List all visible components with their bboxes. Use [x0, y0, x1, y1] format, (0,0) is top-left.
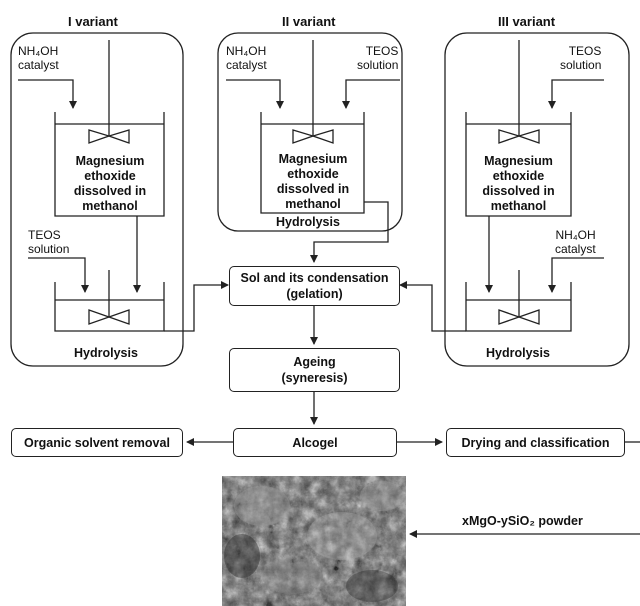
v1-lower-stirrer-icon — [88, 309, 130, 325]
v2-catalyst-label: NH₄OH catalyst — [226, 44, 267, 72]
variant-1-container — [10, 32, 184, 367]
v2-vessel-text: Magnesium ethoxide dissolved in methanol — [276, 152, 350, 211]
v3-vessel-upper — [465, 112, 572, 217]
drying-box: Drying and classification — [446, 428, 625, 457]
v1-catalyst-label: NH₄OH catalyst — [18, 44, 59, 72]
v1-upper-stirrer-icon — [88, 129, 130, 144]
v1-vessel-upper — [54, 112, 165, 217]
v3-hydrolysis-label: Hydrolysis — [486, 346, 550, 360]
powder-label: xMgO-ySiO₂ powder — [462, 514, 583, 528]
alcogel-box: Alcogel — [233, 428, 397, 457]
v3-teos-label: TEOS solution — [560, 44, 602, 72]
v2-stirrer-icon — [292, 129, 334, 144]
v3-vessel-text: Magnesium ethoxide dissolved in methanol — [482, 154, 555, 213]
v3-upper-stirrer-icon — [498, 129, 540, 144]
v3-vessel-lower — [465, 282, 572, 332]
variant-2-container — [217, 32, 403, 232]
v2-vessel — [260, 112, 365, 214]
v2-teos-label: TEOS solution — [357, 44, 399, 72]
v1-hydrolysis-label: Hydrolysis — [74, 346, 138, 360]
micrograph-texture — [222, 476, 406, 606]
v3-lower-stirrer-icon — [498, 309, 540, 325]
solvent-removal-box: Organic solvent removal — [11, 428, 183, 457]
variant-2-title: II variant — [282, 14, 336, 29]
v1-vessel-lower — [54, 282, 165, 332]
powder-micrograph-image — [222, 476, 406, 606]
variant-1-title: I variant — [68, 14, 118, 29]
variant-3-container — [444, 32, 630, 367]
v1-vessel-text: Magnesium ethoxide dissolved in methanol — [73, 154, 147, 213]
v2-hydrolysis-label: Hydrolysis — [276, 215, 340, 229]
ageing-box: Ageing (syneresis) — [229, 348, 400, 392]
sol-condensation-box: Sol and its condensation (gelation) — [229, 266, 400, 306]
v3-catalyst-label: NH₄OH catalyst — [555, 228, 596, 256]
variant-3-title: III variant — [498, 14, 556, 29]
v1-teos-label: TEOS solution — [28, 228, 70, 256]
